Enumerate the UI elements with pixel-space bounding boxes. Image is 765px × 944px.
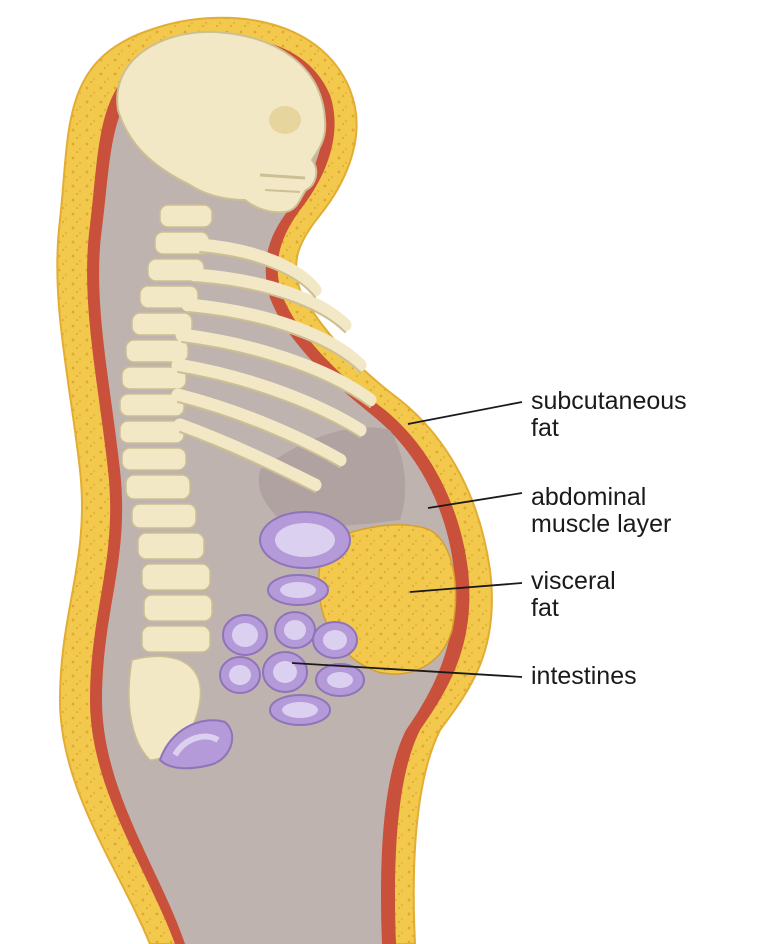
label-visceral-fat: visceral fat <box>531 568 616 622</box>
label-intestines-line1: intestines <box>531 663 637 690</box>
leader-line-subcutaneous <box>408 402 522 424</box>
label-subcutaneous-fat: subcutaneous fat <box>531 388 687 442</box>
label-abdominal-muscle-layer: abdominal muscle layer <box>531 484 671 538</box>
label-abdominal-muscle-layer-line2: muscle layer <box>531 511 671 538</box>
label-abdominal-muscle-layer-line1: abdominal <box>531 484 671 511</box>
label-visceral-fat-line1: visceral <box>531 568 616 595</box>
label-intestines: intestines <box>531 663 637 690</box>
label-subcutaneous-fat-line2: fat <box>531 415 687 442</box>
label-visceral-fat-line2: fat <box>531 595 616 622</box>
label-subcutaneous-fat-line1: subcutaneous <box>531 388 687 415</box>
